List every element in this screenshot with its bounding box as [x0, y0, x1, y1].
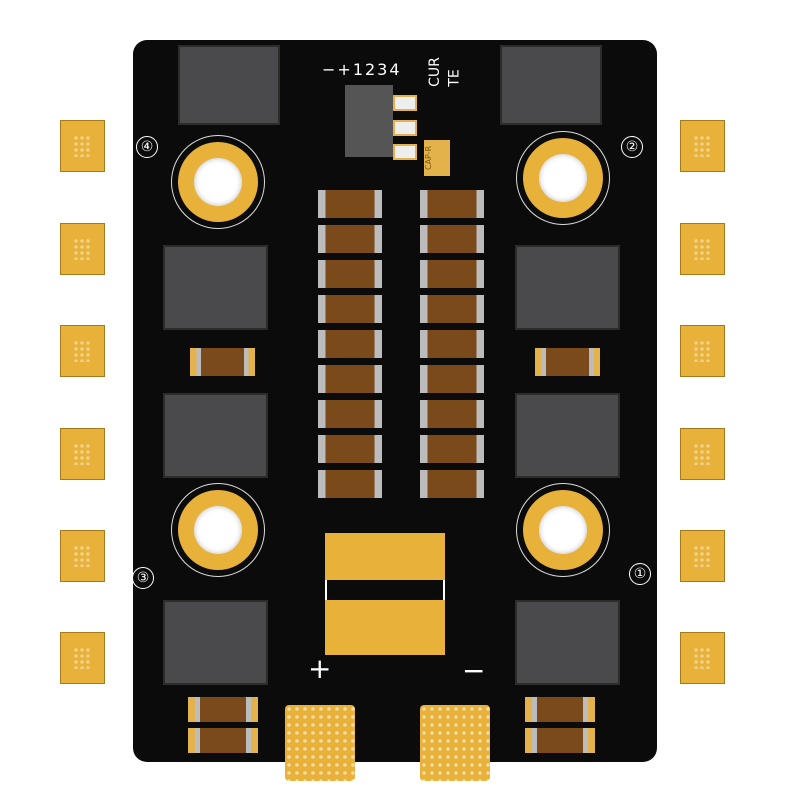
- capacitor: [188, 728, 258, 753]
- cur-label: CUR: [426, 57, 443, 87]
- capacitor: [420, 435, 484, 463]
- capacitor: [420, 190, 484, 218]
- mounting-hole: [178, 142, 258, 222]
- motor-label-2: ②: [621, 136, 643, 158]
- current-shunt-top: [325, 533, 445, 580]
- mosfet: [157, 245, 274, 330]
- capacitor: [420, 225, 484, 253]
- capacitor: [318, 330, 382, 358]
- motor-pad-right: [680, 223, 725, 275]
- capacitor: [190, 348, 255, 376]
- capacitor: [420, 470, 484, 498]
- motor-pad-right: [680, 325, 725, 377]
- motor-pad-left: [60, 428, 105, 480]
- motor-pad-left: [60, 120, 105, 172]
- capacitor: [420, 400, 484, 428]
- capacitor: [318, 225, 382, 253]
- motor-pad-right: [680, 120, 725, 172]
- te-label: TE: [446, 69, 463, 87]
- current-shunt-bottom: [325, 600, 445, 655]
- minus-label: −: [462, 654, 486, 687]
- motor-label-4: ④: [136, 136, 158, 158]
- battery-positive-pad: [285, 705, 355, 781]
- mosfet: [494, 45, 608, 125]
- regulator-pin: [393, 95, 417, 111]
- plus-label: +: [308, 652, 332, 685]
- capacitor: [318, 400, 382, 428]
- mosfet: [157, 393, 274, 478]
- motor-pad-left: [60, 632, 105, 684]
- regulator-pin: [393, 144, 417, 160]
- capacitor: [525, 728, 595, 753]
- capacitor: [318, 365, 382, 393]
- mounting-hole: [178, 490, 258, 570]
- motor-pad-left: [60, 530, 105, 582]
- motor-label-1: ①: [629, 563, 651, 585]
- capacitor: [420, 365, 484, 393]
- mosfet: [509, 600, 626, 685]
- motor-pad-right: [680, 632, 725, 684]
- mosfet: [509, 245, 626, 330]
- voltage-regulator: [345, 85, 393, 157]
- capacitor: [535, 348, 600, 376]
- capacitor: [318, 470, 382, 498]
- capacitor: [420, 295, 484, 323]
- capacitor: [318, 435, 382, 463]
- mosfet: [157, 600, 274, 685]
- capacitor: [318, 190, 382, 218]
- motor-label-3: ③: [132, 567, 154, 589]
- mounting-hole: [523, 490, 603, 570]
- motor-pad-left: [60, 223, 105, 275]
- capacitor: [525, 697, 595, 722]
- motor-pad-right: [680, 530, 725, 582]
- capacitor: [318, 260, 382, 288]
- capacitor: [318, 295, 382, 323]
- shunt-body: [325, 580, 445, 600]
- mosfet: [172, 45, 286, 125]
- motor-pad-left: [60, 325, 105, 377]
- mosfet: [509, 393, 626, 478]
- capacitor: [188, 697, 258, 722]
- capacitor: [420, 330, 484, 358]
- motor-pad-right: [680, 428, 725, 480]
- mounting-hole: [523, 138, 603, 218]
- battery-negative-pad: [420, 705, 490, 781]
- regulator-pin: [393, 120, 417, 136]
- capacitor: [420, 260, 484, 288]
- pin-labels: −+1234: [322, 60, 402, 79]
- tantalum-cap: CAP-R: [424, 140, 450, 176]
